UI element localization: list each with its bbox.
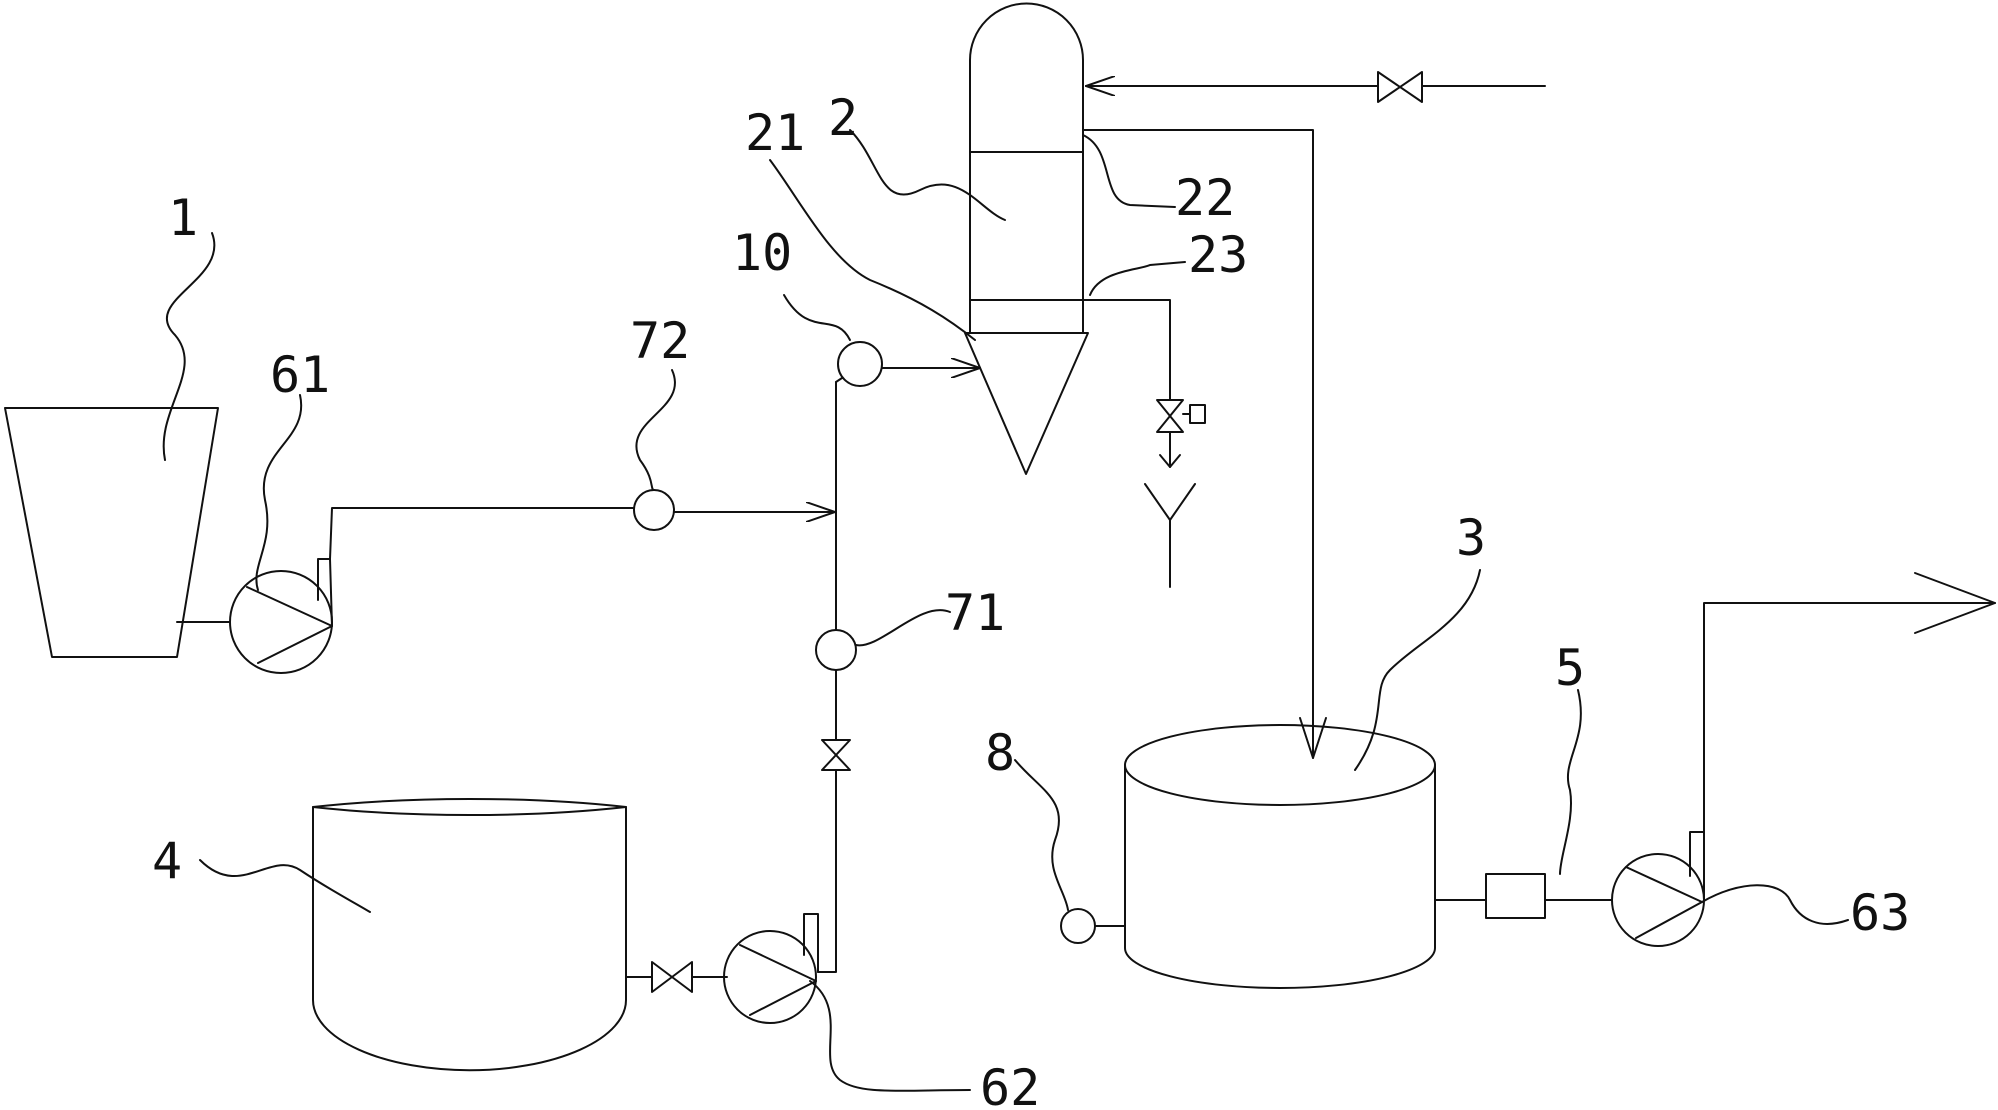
label-tank-3: 3 bbox=[1456, 509, 1486, 567]
label-outlet-23: 23 bbox=[1188, 226, 1248, 284]
label-pump-62: 62 bbox=[980, 1059, 1040, 1110]
label-device-5: 5 bbox=[1555, 639, 1585, 697]
leader-71 bbox=[855, 609, 951, 647]
label-column-2: 2 bbox=[828, 89, 858, 147]
product-line bbox=[1703, 602, 1996, 833]
valve-tank-4 bbox=[651, 961, 693, 993]
leader-4 bbox=[199, 859, 371, 913]
label-tank-1: 1 bbox=[168, 189, 198, 247]
leader-62 bbox=[809, 980, 971, 1092]
label-tank-4: 4 bbox=[152, 832, 182, 890]
leader-23 bbox=[1089, 261, 1186, 296]
leader-10 bbox=[783, 294, 851, 341]
device-5 bbox=[1485, 873, 1546, 919]
leader-21 bbox=[769, 159, 976, 341]
leader-22 bbox=[1082, 134, 1176, 208]
leader-3 bbox=[1354, 569, 1481, 771]
label-meter-8: 8 bbox=[985, 724, 1015, 782]
leader-1 bbox=[162, 232, 216, 461]
label-meter-72: 72 bbox=[630, 312, 690, 370]
pump-61 bbox=[176, 558, 333, 674]
meter-10 bbox=[837, 341, 883, 387]
drain-funnel bbox=[1144, 483, 1196, 588]
label-pump-61: 61 bbox=[270, 346, 330, 404]
feed-line-1 bbox=[329, 507, 634, 560]
pump-62 bbox=[723, 913, 819, 1024]
meter-8 bbox=[1060, 908, 1096, 944]
column-2 bbox=[964, 2, 1089, 475]
tank-3 bbox=[1124, 724, 1436, 989]
label-pump-63: 63 bbox=[1850, 884, 1910, 942]
valve-top bbox=[1377, 71, 1423, 103]
label-meter-71: 71 bbox=[945, 584, 1005, 642]
cone-21 bbox=[964, 332, 1089, 475]
leader-72 bbox=[635, 369, 676, 491]
label-cone-21: 21 bbox=[745, 104, 805, 162]
outlet-22-line bbox=[1082, 129, 1314, 759]
tank-1 bbox=[4, 407, 219, 658]
drain-valve bbox=[1156, 399, 1206, 433]
label-meter-10: 10 bbox=[732, 224, 792, 282]
outlet-23-line bbox=[1082, 299, 1171, 401]
leader-5 bbox=[1559, 689, 1582, 875]
valve-riser bbox=[821, 739, 851, 771]
leader-63 bbox=[1701, 884, 1849, 925]
pump-63 bbox=[1611, 831, 1705, 947]
tank-4 bbox=[312, 797, 627, 1072]
leader-61 bbox=[255, 394, 303, 591]
label-outlet-22: 22 bbox=[1175, 169, 1235, 227]
meter-71 bbox=[815, 629, 857, 671]
leader-2 bbox=[849, 129, 1006, 221]
meter-72 bbox=[633, 489, 675, 531]
leader-8 bbox=[1014, 759, 1069, 911]
